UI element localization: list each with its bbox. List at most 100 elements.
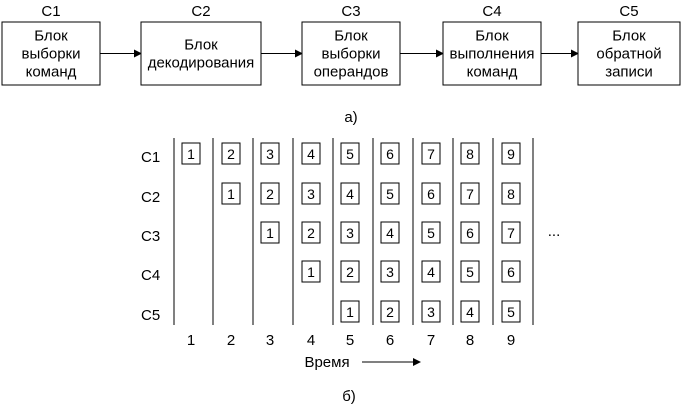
- instruction-cell: 5: [460, 260, 480, 283]
- instruction-cell: 1: [340, 300, 360, 323]
- instruction-cell: 8: [501, 182, 521, 205]
- instruction-cell: 2: [340, 260, 360, 283]
- instruction-number: 1: [346, 304, 354, 320]
- instruction-number: 2: [307, 225, 315, 241]
- instruction-cell: 5: [380, 182, 400, 205]
- instruction-number: 4: [386, 225, 394, 241]
- stage-label-line: Блок: [34, 28, 68, 45]
- instruction-cell: 4: [460, 300, 480, 323]
- instruction-cell: 3: [380, 260, 400, 283]
- instruction-cell: 2: [221, 142, 241, 165]
- instruction-number: 4: [346, 186, 354, 202]
- instruction-number: 7: [466, 186, 474, 202]
- stage-block: [140, 21, 262, 86]
- time-tick-label: 8: [466, 332, 474, 349]
- instruction-number: 1: [187, 146, 195, 162]
- instruction-number: 4: [466, 304, 474, 320]
- stage-row-label: C2: [141, 189, 160, 206]
- time-tick-label: 5: [346, 332, 354, 349]
- time-tick-label: 6: [386, 332, 394, 349]
- stage-label-line: декодирования: [148, 55, 255, 72]
- pipeline-stages: C1БлоквыборкикомандC2БлокдекодированияC3…: [1, 3, 681, 86]
- instruction-number: 3: [307, 186, 315, 202]
- time-tick-label: 2: [227, 332, 235, 349]
- instruction-number: 5: [507, 304, 515, 320]
- instruction-number: 5: [346, 146, 354, 162]
- instruction-cell: 1: [181, 142, 201, 165]
- instruction-number: 5: [466, 264, 474, 280]
- stage-block: [1, 21, 101, 86]
- caption-b: б): [342, 388, 356, 405]
- stage-row-label: C5: [141, 307, 160, 324]
- instruction-number: 7: [427, 146, 435, 162]
- instruction-number: 7: [507, 225, 515, 241]
- instruction-cell: 7: [460, 182, 480, 205]
- instruction-cell: 6: [380, 142, 400, 165]
- instruction-number: 5: [427, 225, 435, 241]
- instruction-number: 9: [507, 146, 515, 162]
- stage-block: [301, 21, 401, 86]
- instruction-number: 1: [227, 186, 235, 202]
- continuation-ellipsis: ...: [548, 223, 561, 240]
- stage-code: C3: [341, 3, 360, 20]
- stage-label-line: Блок: [475, 28, 509, 45]
- stage-row-label: C1: [141, 149, 160, 166]
- instruction-cell: 1: [221, 182, 241, 205]
- instruction-number: 3: [266, 146, 274, 162]
- instruction-cell: 1: [260, 221, 280, 244]
- instruction-cell: 7: [421, 142, 441, 165]
- instruction-number: 2: [386, 304, 394, 320]
- instruction-number: 2: [227, 146, 235, 162]
- stage-row-label: C4: [141, 267, 160, 284]
- instruction-cell: 4: [301, 142, 321, 165]
- stage-label-line: Блок: [184, 37, 218, 54]
- instruction-cell: 8: [460, 142, 480, 165]
- instruction-cell: 6: [460, 221, 480, 244]
- instruction-number: 4: [307, 146, 315, 162]
- instruction-number: 3: [427, 304, 435, 320]
- instruction-cell: 3: [301, 182, 321, 205]
- instruction-cell: 6: [501, 260, 521, 283]
- stage-label-line: выборки: [322, 46, 381, 63]
- stage-code: C4: [482, 3, 501, 20]
- stage-label-line: обратной: [596, 46, 661, 63]
- instruction-number: 3: [386, 264, 394, 280]
- instruction-cell: 5: [501, 300, 521, 323]
- instruction-cell: 6: [421, 182, 441, 205]
- instruction-number: 6: [466, 225, 474, 241]
- instruction-cell: 2: [380, 300, 400, 323]
- time-axis-label: Время: [304, 354, 349, 371]
- stage-label-line: команд: [467, 64, 518, 81]
- instruction-cell: 1: [301, 260, 321, 283]
- stage-label-line: операндов: [314, 64, 389, 81]
- instruction-cell: 2: [301, 221, 321, 244]
- instruction-cell: 2: [260, 182, 280, 205]
- time-tick-label: 9: [507, 332, 515, 349]
- instruction-cell: 7: [501, 221, 521, 244]
- stage-code: C1: [41, 3, 60, 20]
- stage-label-line: Блок: [612, 28, 646, 45]
- instruction-number: 6: [507, 264, 515, 280]
- time-tick-label: 4: [307, 332, 315, 349]
- stage-label-line: выполнения: [449, 46, 534, 63]
- instruction-cell: 9: [501, 142, 521, 165]
- instruction-cell: 3: [340, 221, 360, 244]
- caption-a: а): [344, 109, 357, 126]
- instruction-number: 4: [427, 264, 435, 280]
- time-tick-label: 3: [266, 332, 274, 349]
- instruction-cell: 4: [421, 260, 441, 283]
- stage-label-line: записи: [605, 64, 653, 81]
- stage-label-line: команд: [26, 64, 77, 81]
- instruction-number: 3: [346, 225, 354, 241]
- time-tick-label: 7: [427, 332, 435, 349]
- instruction-number: 1: [307, 264, 315, 280]
- stage-label-line: Блок: [334, 28, 368, 45]
- instruction-number: 8: [507, 186, 515, 202]
- instruction-cell: 4: [380, 221, 400, 244]
- instruction-number: 1: [266, 225, 274, 241]
